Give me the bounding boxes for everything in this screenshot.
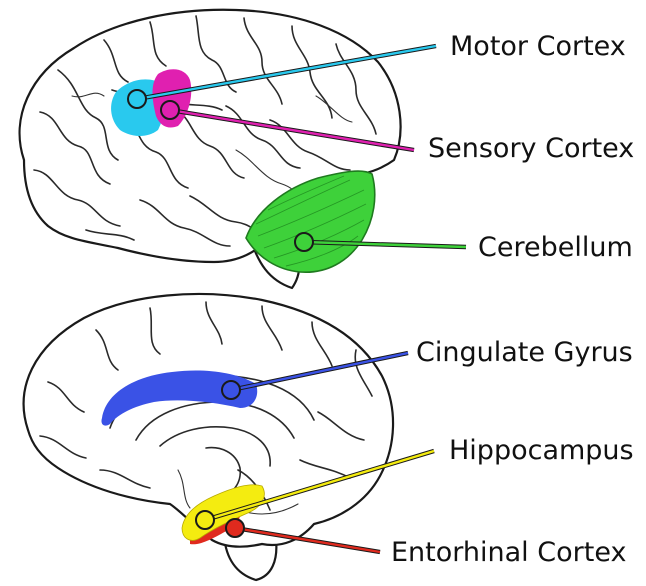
cingulate-gyrus-marker [222,381,240,399]
cerebellum-marker [295,233,313,251]
medial-brain-view [24,294,393,580]
sensory-cortex-marker [161,101,179,119]
hippocampus-label: Hippocampus [449,435,634,466]
lateral-brain-view [20,10,401,288]
hippocampus-marker [196,511,214,529]
entorhinal-cortex-label: Entorhinal Cortex [391,537,626,568]
entorhinal-cortex-marker [226,519,244,537]
cerebellum-label: Cerebellum [478,232,633,263]
sensory-cortex-label: Sensory Cortex [428,133,634,164]
cingulate-gyrus-label: Cingulate Gyrus [416,337,633,368]
motor-cortex-label: Motor Cortex [450,31,626,62]
motor-cortex-marker [128,90,146,108]
